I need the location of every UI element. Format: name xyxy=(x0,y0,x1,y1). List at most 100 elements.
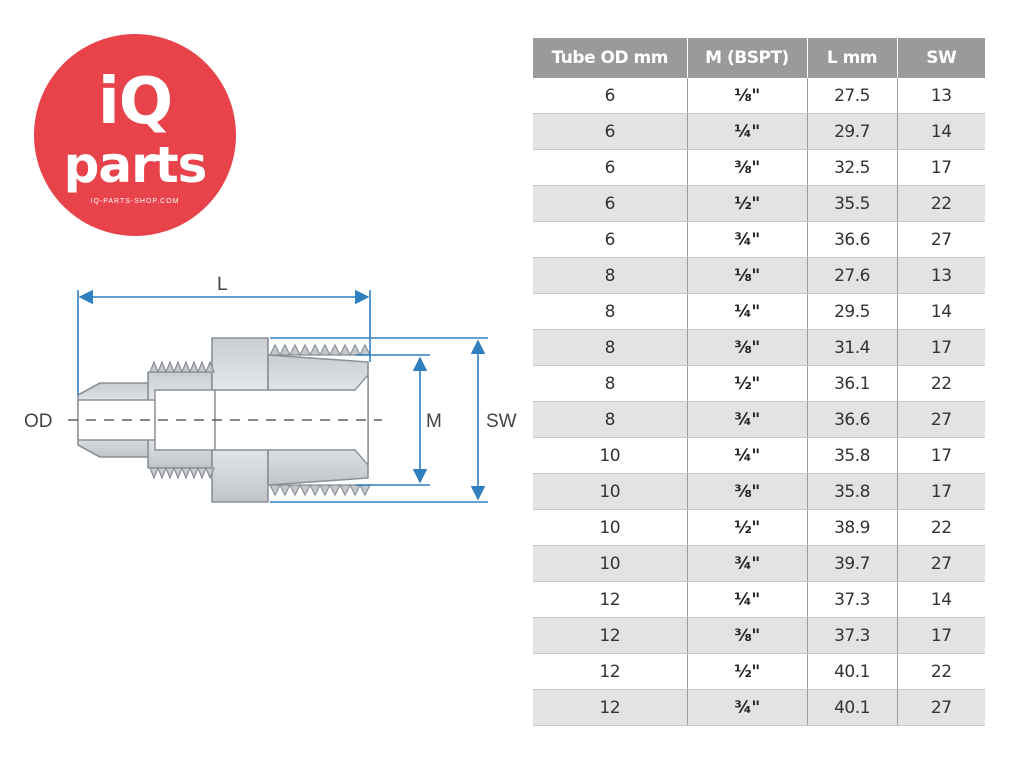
logo-iq-text: iQ xyxy=(97,65,173,139)
right-thread-teeth xyxy=(269,343,371,497)
logo-parts-text: parts xyxy=(63,136,208,194)
cell-tube-od: 12 xyxy=(533,617,688,654)
cell-wrench-size: 22 xyxy=(897,185,985,222)
cell-length: 35.8 xyxy=(807,437,898,474)
dimension-lines xyxy=(77,289,488,503)
cell-thread: ¾" xyxy=(687,401,808,438)
cell-length: 36.6 xyxy=(807,401,898,438)
cell-wrench-size: 13 xyxy=(897,257,985,294)
cell-length: 27.5 xyxy=(807,78,898,114)
cell-thread: ¼" xyxy=(687,113,808,150)
cell-length: 31.4 xyxy=(807,329,898,366)
cell-length: 32.5 xyxy=(807,149,898,186)
cell-thread: ¼" xyxy=(687,581,808,618)
cell-wrench-size: 17 xyxy=(897,437,985,474)
fitting-technical-drawing: L OD M SW xyxy=(24,274,517,503)
cell-length: 27.6 xyxy=(807,257,898,294)
cell-thread: ½" xyxy=(687,653,808,690)
cell-tube-od: 8 xyxy=(533,365,688,402)
cell-thread: ¾" xyxy=(687,545,808,582)
cell-tube-od: 6 xyxy=(533,149,688,186)
cell-thread: ¼" xyxy=(687,437,808,474)
left-thread-teeth xyxy=(149,360,215,480)
cell-tube-od: 10 xyxy=(533,437,688,474)
cell-wrench-size: 14 xyxy=(897,113,985,150)
cell-tube-od: 6 xyxy=(533,221,688,258)
cell-wrench-size: 17 xyxy=(897,329,985,366)
cell-wrench-size: 27 xyxy=(897,689,985,726)
cell-thread: ⅜" xyxy=(687,329,808,366)
cell-wrench-size: 27 xyxy=(897,401,985,438)
cell-thread: ½" xyxy=(687,365,808,402)
cell-thread: ⅛" xyxy=(687,257,808,294)
cell-wrench-size: 17 xyxy=(897,617,985,654)
cell-thread: ¾" xyxy=(687,221,808,258)
dimension-label-od: OD xyxy=(24,411,53,432)
cell-thread: ⅜" xyxy=(687,617,808,654)
cell-wrench-size: 14 xyxy=(897,581,985,618)
cell-wrench-size: 14 xyxy=(897,293,985,330)
cell-thread: ⅛" xyxy=(687,78,808,114)
cell-thread: ¾" xyxy=(687,689,808,726)
cell-length: 36.6 xyxy=(807,221,898,258)
cell-wrench-size: 17 xyxy=(897,473,985,510)
cell-tube-od: 8 xyxy=(533,293,688,330)
cell-length: 35.5 xyxy=(807,185,898,222)
cell-length: 38.9 xyxy=(807,509,898,546)
cell-wrench-size: 27 xyxy=(897,545,985,582)
cell-thread: ½" xyxy=(687,185,808,222)
cell-length: 35.8 xyxy=(807,473,898,510)
dimension-label-sw: SW xyxy=(486,411,517,432)
cell-length: 40.1 xyxy=(807,653,898,690)
cell-thread: ½" xyxy=(687,509,808,546)
cell-tube-od: 8 xyxy=(533,329,688,366)
cell-wrench-size: 22 xyxy=(897,365,985,402)
logo-url-text: IQ-PARTS-SHOP.COM xyxy=(90,198,180,205)
dimension-label-l: L xyxy=(217,274,228,295)
cell-length: 29.5 xyxy=(807,293,898,330)
column-header: L mm xyxy=(807,38,898,78)
cell-tube-od: 6 xyxy=(533,78,688,114)
cell-tube-od: 6 xyxy=(533,113,688,150)
brand-logo: iQ parts IQ-PARTS-SHOP.COM xyxy=(34,34,236,236)
cell-tube-od: 12 xyxy=(533,581,688,618)
cell-length: 37.3 xyxy=(807,581,898,618)
cell-thread: ⅜" xyxy=(687,149,808,186)
cell-length: 39.7 xyxy=(807,545,898,582)
cell-tube-od: 12 xyxy=(533,653,688,690)
cell-tube-od: 12 xyxy=(533,689,688,726)
cell-length: 37.3 xyxy=(807,617,898,654)
cell-tube-od: 10 xyxy=(533,509,688,546)
cell-tube-od: 8 xyxy=(533,401,688,438)
cell-tube-od: 10 xyxy=(533,473,688,510)
cell-length: 36.1 xyxy=(807,365,898,402)
cell-thread: ⅜" xyxy=(687,473,808,510)
cell-wrench-size: 22 xyxy=(897,653,985,690)
cell-tube-od: 8 xyxy=(533,257,688,294)
cell-length: 40.1 xyxy=(807,689,898,726)
cell-length: 29.7 xyxy=(807,113,898,150)
dimension-label-m: M xyxy=(426,411,442,432)
cell-wrench-size: 22 xyxy=(897,509,985,546)
cell-tube-od: 10 xyxy=(533,545,688,582)
